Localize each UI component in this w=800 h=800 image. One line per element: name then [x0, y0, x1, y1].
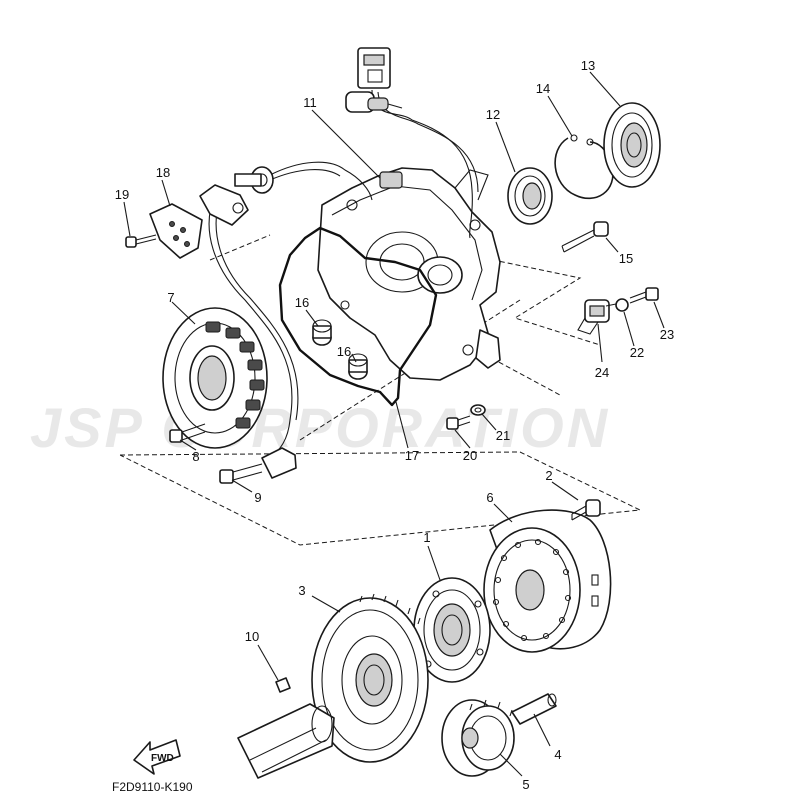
- callout-15: 15: [619, 251, 633, 266]
- callout-19: 19: [115, 187, 129, 202]
- part-20-bolt: [446, 415, 471, 430]
- part-16-dowel-pin-a: [312, 319, 332, 346]
- callout-11: 11: [303, 95, 317, 110]
- part-19-screw: [125, 234, 157, 248]
- callout-9: 9: [254, 490, 261, 505]
- callout-7: 7: [167, 290, 174, 305]
- part-8-bolt: [169, 423, 206, 443]
- callout-22: 22: [630, 345, 644, 360]
- harness-clamp: [199, 184, 249, 226]
- leader-lines: [123, 71, 665, 777]
- callout-21: 21: [496, 428, 510, 443]
- part-13-bearing: [603, 102, 661, 188]
- part-17-gasket: [278, 226, 438, 407]
- part-23-screw: [629, 287, 659, 304]
- fwd-arrow-icon: FWD: [133, 739, 181, 775]
- callout-3: 3: [298, 583, 305, 598]
- callout-labels: 1 2 3 4 5 6 7 8 9 10 11 12 13 14 15 16 1…: [115, 58, 674, 792]
- part-16-dowel-pin-b: [348, 353, 368, 380]
- part-3-starter-gear: [311, 593, 429, 763]
- callout-18: 18: [156, 165, 170, 180]
- harness-grommet: [234, 166, 274, 194]
- part-12-oil-seal: [507, 167, 553, 225]
- part-10-key: [275, 677, 291, 693]
- callout-17: 17: [405, 448, 419, 463]
- callout-5: 5: [522, 777, 529, 792]
- part-9-bolt: [219, 447, 297, 484]
- callout-2: 2: [545, 468, 552, 483]
- part-4-shaft: [511, 693, 557, 725]
- fwd-label: FWD: [151, 753, 174, 764]
- part-22-bolt: [605, 298, 629, 312]
- callout-20: 20: [463, 448, 477, 463]
- callout-16b: 16: [337, 344, 351, 359]
- callout-4: 4: [554, 747, 561, 762]
- callout-16a: 16: [295, 295, 309, 310]
- callout-1: 1: [423, 530, 430, 545]
- callout-6: 6: [486, 490, 493, 505]
- part-24-sensor: [577, 299, 610, 335]
- part-7-stator: [162, 307, 268, 449]
- callout-23: 23: [660, 327, 674, 342]
- watermark-text: JSP CORPORATION: [30, 396, 610, 459]
- crankshaft-end: [237, 703, 335, 779]
- part-1-one-way-clutch: [413, 577, 491, 683]
- callout-10: 10: [245, 629, 259, 644]
- part-5-idler-gear: [441, 699, 515, 777]
- callout-24: 24: [595, 365, 609, 380]
- part-21-washer: [470, 404, 486, 416]
- part-15-bolt: [561, 221, 609, 253]
- harness-sensor-plug: [345, 91, 403, 113]
- callout-12: 12: [486, 107, 500, 122]
- callout-14: 14: [536, 81, 550, 96]
- part-6-rotor: [483, 509, 612, 653]
- harness-connector-top: [357, 47, 391, 89]
- part-18-clamp-plate: [149, 203, 203, 259]
- callout-8: 8: [192, 449, 199, 464]
- part-2-bolt: [571, 499, 601, 521]
- wire-harness: [208, 89, 479, 459]
- callout-13: 13: [581, 58, 595, 73]
- drawing-code: F2D9110-K190: [112, 780, 193, 794]
